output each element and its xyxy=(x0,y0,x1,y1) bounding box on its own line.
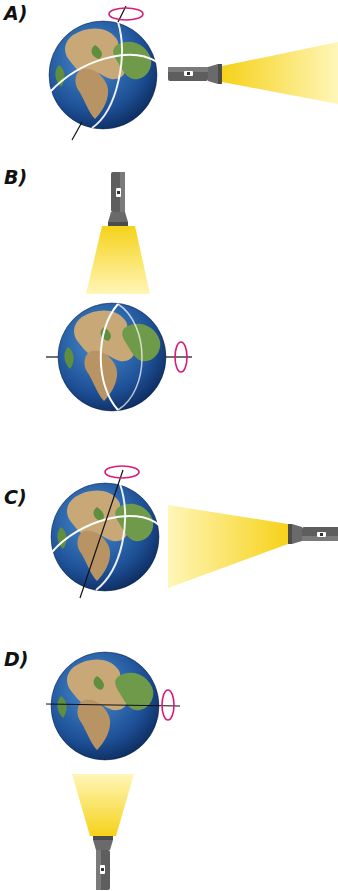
panel-letter: B) xyxy=(4,166,27,188)
panel-letter: D) xyxy=(4,648,28,670)
panel-letter: C) xyxy=(4,486,27,508)
panel-letter: A) xyxy=(4,2,27,24)
